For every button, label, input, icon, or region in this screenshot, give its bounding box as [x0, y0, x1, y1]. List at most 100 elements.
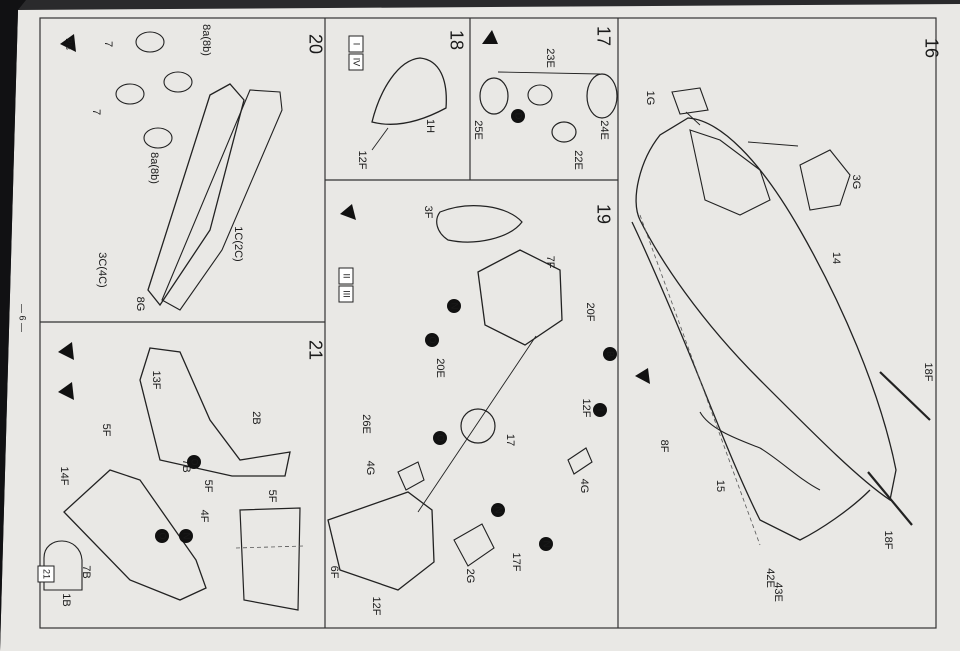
- part-label-step21: 5F: [266, 490, 278, 503]
- part-label-step20: 8a(8b): [200, 24, 212, 56]
- part-3c-wing: [161, 89, 283, 311]
- callout-letter: N: [542, 541, 552, 548]
- paint-triangle-icon: [482, 30, 498, 44]
- paint-triangle-icon: [60, 34, 76, 52]
- part-label-step20: 3C(4C): [96, 252, 108, 287]
- panel-centerline: [235, 545, 305, 549]
- part-label-step16: 15: [714, 480, 726, 492]
- step-number: 17: [593, 26, 613, 46]
- variant-box: [338, 285, 354, 303]
- part-6f-shape: [327, 491, 435, 591]
- callout-letter: O: [158, 532, 168, 539]
- part-1b-tail: [63, 469, 207, 601]
- step-21-panel: [43, 342, 305, 611]
- part-label-step19: 4G: [578, 479, 590, 494]
- callout-badge: [603, 347, 617, 361]
- part-label-step16: 43E: [772, 582, 784, 602]
- part-label-step19: 17F: [510, 553, 522, 572]
- part-label-step19: 17: [504, 434, 516, 446]
- part-7-tank-2: [115, 83, 145, 105]
- part-3f-shape: [436, 205, 523, 243]
- callout-letter: D: [514, 113, 524, 120]
- callout-badge: [187, 455, 201, 469]
- variant-box: [348, 53, 364, 71]
- part-label-step20: 7: [102, 41, 114, 47]
- callout-letter: N: [450, 303, 460, 310]
- part-label-step16: 3G: [850, 175, 862, 190]
- part-label-step19: 4G: [364, 461, 376, 476]
- callout-badge: [539, 537, 553, 551]
- leader-1g: [685, 111, 701, 126]
- callout-letter: I: [596, 409, 606, 412]
- fuselage-lower: [631, 221, 871, 541]
- callout-badge: [447, 299, 461, 313]
- part-25e-shape: [479, 77, 509, 115]
- paint-triangle-icon: [340, 204, 356, 220]
- step-number: 20: [305, 34, 325, 54]
- step-18-panel: [371, 57, 447, 151]
- part-label-step19: 2G: [464, 569, 476, 584]
- paint-triangle-icon: [58, 342, 74, 360]
- callout-letter: N: [494, 507, 504, 514]
- part-label-step19: 12F: [580, 399, 592, 418]
- part-label-step19: 20F: [584, 303, 596, 322]
- leader-19: [417, 335, 537, 513]
- variant-box: [338, 267, 354, 285]
- callout-badge: [511, 109, 525, 123]
- step-number: 19: [593, 204, 613, 224]
- variant-box-text: II: [342, 273, 352, 278]
- part-label-step20: 8a(8b): [148, 152, 160, 184]
- paint-triangle-icon-2: [58, 382, 74, 400]
- part-label-step20: 1C(2C): [232, 226, 244, 261]
- part-label-step16: 14: [830, 252, 842, 264]
- part-label-step16: 18F: [882, 531, 894, 550]
- callout-badge: [593, 403, 607, 417]
- leader-3g: [747, 141, 799, 147]
- callout-letter: N: [182, 533, 192, 540]
- part-label-step21: 1B: [60, 593, 72, 606]
- part-label-step16: 18F: [922, 363, 934, 382]
- part-1c-wing: [147, 83, 245, 307]
- variant-box-text: IV: [352, 58, 362, 67]
- part-label-step19: 26E: [360, 414, 372, 434]
- fuselage-upper: [635, 117, 897, 502]
- part-17-sphere: [460, 408, 496, 444]
- part-label-step16: 8F: [658, 440, 670, 453]
- callout-badge: [155, 529, 169, 543]
- part-1g-shape: [671, 87, 709, 115]
- cockpit-tub: [689, 129, 771, 216]
- step-number: 16: [921, 38, 941, 58]
- variant-box-text: III: [342, 290, 352, 298]
- assembly-guide: [639, 214, 761, 546]
- part-label-step18: 12F: [356, 151, 368, 170]
- variant-box-text: I: [352, 43, 362, 46]
- part-label-step20: 7: [90, 109, 102, 115]
- part-4g-shape: [397, 461, 425, 491]
- part-label-step19: 20E: [434, 358, 446, 378]
- paint-triangle-icon: [635, 368, 650, 384]
- part-22e-shape: [551, 121, 577, 143]
- part-label-step19: 3F: [422, 206, 434, 219]
- step-19-panel: [327, 204, 593, 591]
- leader-12f: [371, 127, 389, 151]
- part-2b-tail: [139, 347, 291, 477]
- sheet-frame: [39, 17, 937, 629]
- callout-badge: [425, 333, 439, 347]
- part-label-step16: 1G: [644, 91, 656, 106]
- part-5f-panel: [239, 507, 301, 611]
- part-8a-tank: [163, 71, 193, 93]
- step-20-panel: [60, 31, 283, 311]
- part-label-step17: 22E: [572, 150, 584, 170]
- part-label-step16: 42E: [764, 568, 776, 588]
- callout-badge: [179, 529, 193, 543]
- part-7b-shape: [43, 540, 83, 591]
- step-16-panel: [631, 87, 931, 546]
- step-number: 21: [305, 340, 325, 360]
- callout-letter: O: [428, 336, 438, 343]
- page-number: — 6 —: [18, 304, 28, 332]
- part-23e-shape: [527, 84, 553, 106]
- callout-letter: O: [436, 434, 446, 441]
- part-4g-shape-2: [567, 447, 593, 475]
- paint-badge-label: P/s: [64, 38, 73, 50]
